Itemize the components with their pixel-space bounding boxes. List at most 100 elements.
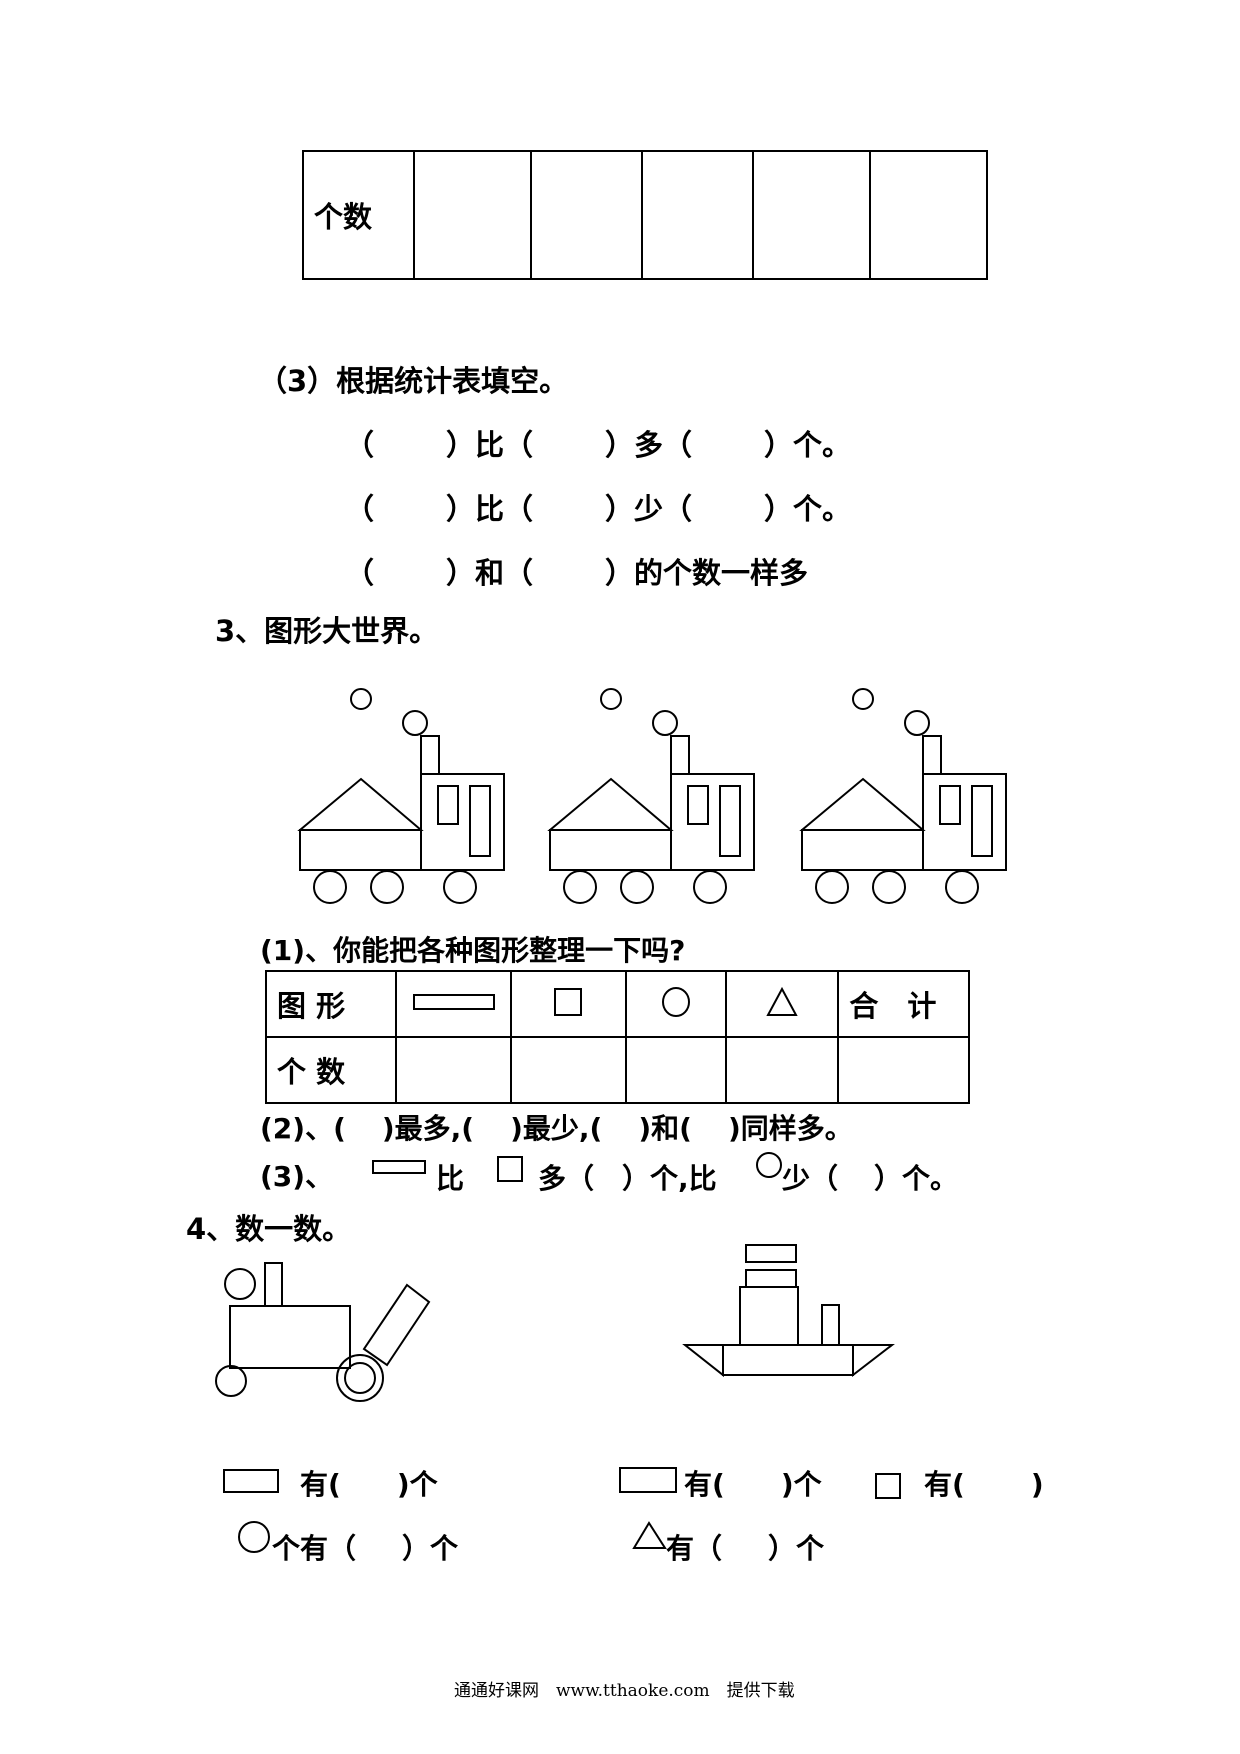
- smoke-circle-icon: [402, 710, 428, 736]
- q3-ge2: ）个。: [874, 1162, 959, 1195]
- shape-col-total: 合 计: [837, 970, 970, 1038]
- fill-line-text: ）少（: [605, 492, 693, 526]
- boat-figure: [682, 1244, 895, 1378]
- section4-title: 4、数一数。: [186, 1212, 352, 1246]
- page-footer: 通通好课网 www.tthaoke.com 提供下载: [454, 1681, 795, 1701]
- rectangle-icon: [223, 1469, 279, 1493]
- wheel-circle: [370, 870, 404, 904]
- top-table-cell[interactable]: [413, 150, 533, 280]
- triangle-icon: [682, 1344, 724, 1378]
- shape-count-table: 图 形 合 计 个 数: [264, 970, 970, 1104]
- answer-text: ）个: [768, 1532, 825, 1565]
- answer-text: )个: [396, 1468, 438, 1501]
- count-cell-square[interactable]: [510, 1036, 627, 1104]
- shape-col-triangle: [725, 970, 840, 1038]
- count-cell-total[interactable]: [837, 1036, 970, 1104]
- total-label: 合 计: [849, 989, 937, 1023]
- answer-text: 有（: [666, 1532, 723, 1565]
- answer-text: 有(: [300, 1468, 341, 1501]
- circle-icon: [238, 1521, 270, 1553]
- rectangle-icon: [412, 994, 495, 1010]
- count-cell-triangle[interactable]: [725, 1036, 840, 1104]
- shape-col-circle: [624, 970, 728, 1038]
- q3-bi: 比: [436, 1162, 465, 1195]
- circle-icon: [661, 987, 690, 1017]
- rectangle-icon: [619, 1467, 677, 1493]
- wagon-rect: [299, 829, 422, 871]
- window-rect: [437, 785, 459, 825]
- top-table-cell[interactable]: [641, 150, 755, 280]
- q2-text: )和(: [638, 1112, 692, 1145]
- section3-title: 3、图形大世界。: [215, 614, 439, 648]
- circle-icon: [224, 1268, 256, 1300]
- arm-rect: [362, 1283, 431, 1367]
- wheel-circle: [313, 870, 347, 904]
- answer-text: 有(: [684, 1468, 725, 1501]
- right-triangle-answer: 有（ ）个: [666, 1532, 824, 1566]
- section3-q3-prefix: (3)、: [260, 1160, 334, 1193]
- q2-text: )最少,(: [510, 1112, 603, 1145]
- circle-icon: [756, 1152, 782, 1178]
- answer-text: 个有（: [272, 1532, 357, 1565]
- q3-sub-title: （3）根据统计表填空。: [258, 364, 569, 398]
- roof-triangle: [297, 777, 424, 831]
- shape-table-count-cell: 个 数: [264, 1036, 398, 1104]
- rectangle-icon: [745, 1244, 797, 1263]
- fill-line-text: ）多（: [605, 428, 693, 462]
- q3-ge1: ）个,比: [622, 1162, 717, 1195]
- square-icon: [554, 988, 583, 1016]
- rectangle-icon: [745, 1269, 797, 1288]
- fill-line-text: （: [345, 492, 375, 526]
- answer-text: )个: [780, 1468, 822, 1501]
- top-table-label-cell: 个数: [301, 150, 416, 280]
- shape-col-square: [510, 970, 627, 1038]
- square-icon: [875, 1473, 901, 1499]
- right-square-answer: 有(): [924, 1468, 1044, 1502]
- q3-duo: 多（: [538, 1162, 595, 1195]
- top-table-cell[interactable]: [752, 150, 872, 280]
- fill-line-text: ）个。: [764, 492, 852, 526]
- top-table-cell[interactable]: [530, 150, 644, 280]
- section3-q1: (1)、你能把各种图形整理一下吗?: [260, 934, 686, 967]
- count-cell-circle[interactable]: [624, 1036, 728, 1104]
- top-table-cell[interactable]: [869, 150, 988, 280]
- shape-header-label: 图 形: [277, 989, 346, 1023]
- trains-figure: [297, 688, 1007, 904]
- triangle-icon: [852, 1344, 895, 1378]
- square-icon: [739, 1286, 799, 1346]
- fill-line-text: （: [345, 428, 375, 462]
- chimney-rect: [264, 1262, 283, 1307]
- count-cell-rectangle[interactable]: [395, 1036, 513, 1104]
- shape-col-rectangle: [395, 970, 513, 1038]
- answer-text: 有(: [924, 1468, 965, 1501]
- left-circle-answer: 个有（ ）个: [272, 1532, 458, 1566]
- right-rect-answer: 有( )个: [684, 1468, 822, 1502]
- body-rect: [229, 1305, 351, 1369]
- square-icon: [497, 1156, 523, 1182]
- answer-text: ): [1030, 1468, 1044, 1501]
- left-rect-answer: 有( )个: [300, 1468, 438, 1502]
- triangle-icon: [766, 986, 798, 1016]
- top-count-table: 个数: [301, 150, 988, 280]
- q2-text: )最多,(: [381, 1112, 475, 1145]
- q3-shao: 少（: [782, 1162, 839, 1195]
- circle-icon: [336, 1354, 384, 1402]
- smoke-circle-icon: [350, 688, 372, 710]
- triangle-icon: [632, 1521, 667, 1549]
- fill-line-text: ）比（: [446, 492, 534, 526]
- circle-icon: [344, 1362, 376, 1394]
- shape-table-header-cell: 图 形: [264, 970, 398, 1038]
- circle-icon: [215, 1365, 247, 1397]
- chimney-rect: [420, 735, 440, 775]
- wheel-circle: [443, 870, 477, 904]
- hull-rect: [722, 1344, 854, 1376]
- train-3: [801, 688, 1007, 904]
- fill-line-2: （ ）比（ ）少（ ）个。: [345, 492, 851, 526]
- train-1: [297, 688, 505, 904]
- answer-text: ）个: [402, 1532, 459, 1565]
- chimney-rect: [821, 1304, 840, 1346]
- fill-line-text: ）比（: [446, 428, 534, 462]
- train-2: [549, 688, 755, 904]
- cab-rect: [420, 773, 505, 871]
